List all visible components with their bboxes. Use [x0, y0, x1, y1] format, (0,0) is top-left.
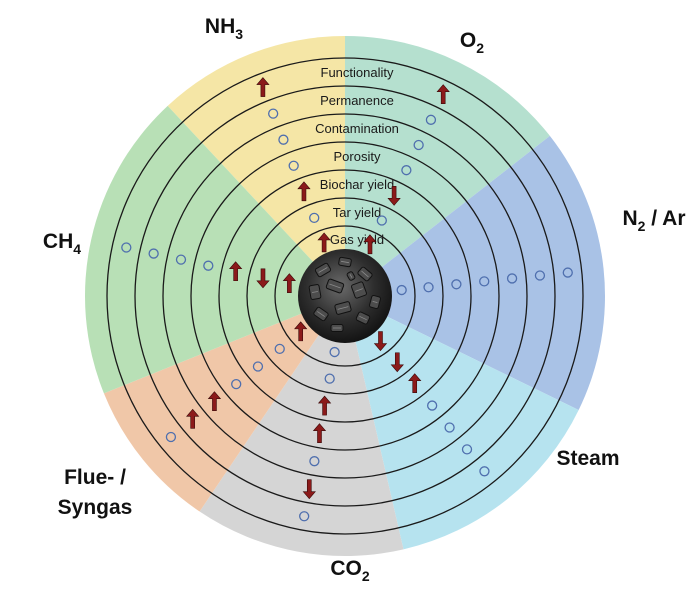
- increase-arrow-icon: [229, 261, 243, 282]
- ring-label-4: Porosity: [334, 149, 381, 164]
- no-change-marker: [413, 139, 424, 151]
- no-change-marker: [252, 361, 264, 372]
- label-co2: CO2: [330, 557, 370, 584]
- no-change-marker: [425, 114, 437, 125]
- no-change-marker: [231, 378, 242, 390]
- ring-label-2: Tar yield: [333, 205, 381, 220]
- sector-co2: [199, 296, 404, 556]
- ring-2: [246, 197, 444, 395]
- no-change-marker: [376, 215, 387, 226]
- no-change-marker: [396, 284, 407, 296]
- label-n2-ar: N2 / Ar: [622, 207, 685, 234]
- biochar-particle-image: [298, 249, 392, 343]
- increase-arrow-icon: [186, 408, 200, 429]
- no-change-marker: [534, 270, 546, 281]
- no-change-marker: [479, 466, 490, 477]
- increase-arrow-icon: [294, 321, 308, 342]
- decrease-arrow-icon: [373, 331, 388, 352]
- no-change-marker: [479, 276, 490, 287]
- sector-n2-ar: [345, 135, 605, 410]
- no-change-marker: [121, 242, 132, 253]
- sector-o2: [345, 36, 550, 296]
- no-change-marker: [175, 254, 187, 265]
- no-change-marker: [165, 431, 177, 443]
- decrease-arrow-icon: [256, 268, 270, 289]
- no-change-marker: [299, 511, 310, 522]
- increase-arrow-icon: [408, 373, 422, 393]
- ring-label-1: Gas yield: [330, 232, 384, 247]
- ring-label-6: Permanence: [320, 93, 394, 108]
- ring-3: [218, 169, 472, 423]
- no-change-marker: [401, 165, 412, 176]
- label-o2: O2: [460, 29, 484, 56]
- ring-4: [190, 141, 500, 451]
- no-change-marker: [309, 456, 320, 467]
- no-change-marker: [288, 160, 299, 171]
- sector-steam: [345, 296, 579, 550]
- effect-markers: [121, 77, 573, 522]
- no-change-marker: [268, 108, 279, 119]
- decrease-arrow-icon: [390, 352, 404, 373]
- label-steam: Steam: [556, 447, 619, 470]
- no-change-marker: [451, 279, 462, 290]
- increase-arrow-icon: [207, 391, 222, 412]
- no-change-marker: [506, 273, 518, 284]
- no-change-marker: [461, 444, 473, 455]
- decrease-arrow-icon: [387, 186, 401, 206]
- increase-arrow-icon: [317, 232, 331, 253]
- property-rings: [106, 57, 584, 535]
- ring-7: [106, 57, 584, 535]
- no-change-marker: [427, 400, 438, 411]
- increase-arrow-icon: [312, 423, 327, 443]
- increase-arrow-icon: [317, 395, 332, 416]
- no-change-marker: [274, 343, 285, 355]
- no-change-marker: [278, 134, 289, 145]
- no-change-marker: [444, 422, 455, 433]
- increase-arrow-icon: [436, 84, 450, 104]
- no-change-marker: [329, 346, 340, 358]
- no-change-marker: [148, 248, 159, 259]
- ring-label-5: Contamination: [315, 121, 399, 136]
- label-ch4: CH4: [43, 230, 81, 257]
- no-change-marker: [324, 373, 335, 384]
- label-nh3: NH3: [205, 15, 243, 42]
- no-change-marker: [203, 260, 214, 271]
- no-change-marker: [423, 282, 434, 293]
- increase-arrow-icon: [297, 181, 311, 202]
- ring-1: [274, 225, 416, 367]
- ring-5: [162, 113, 528, 479]
- ring-label-3: Biochar yield: [320, 177, 394, 192]
- no-change-marker: [562, 267, 573, 278]
- increase-arrow-icon: [256, 77, 270, 97]
- increase-arrow-icon: [282, 273, 297, 293]
- increase-arrow-icon: [363, 234, 377, 255]
- property-ring-labels: Gas yield Tar yield Biochar yield Porosity C…: [315, 65, 399, 247]
- label-flue-syngas: Flue- /Syngas: [58, 466, 133, 519]
- no-change-marker: [309, 212, 320, 223]
- decrease-arrow-icon: [302, 479, 316, 500]
- ring-6: [134, 85, 556, 507]
- ring-label-7: Functionality: [321, 65, 394, 80]
- sector-nh3: [167, 35, 345, 296]
